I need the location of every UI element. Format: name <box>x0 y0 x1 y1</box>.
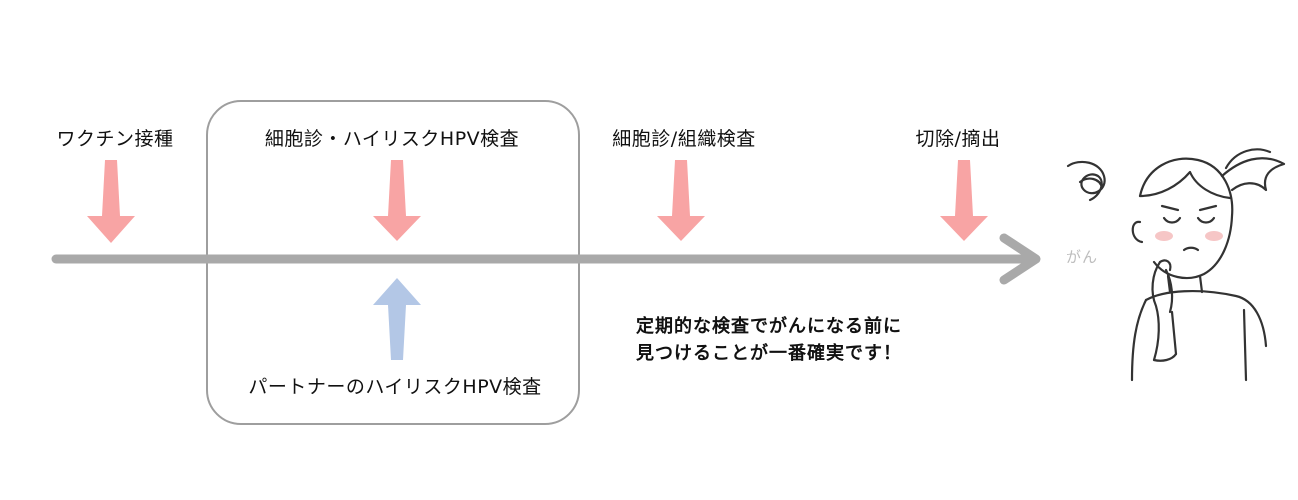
dizzy-swirl-icon <box>1066 160 1106 202</box>
up-arrow-partner <box>373 278 421 360</box>
stage-label-vaccine: ワクチン接種 <box>56 128 174 150</box>
endpoint-label: がん <box>1066 248 1099 266</box>
key-message: 定期的な検査でがんになる前に 見つけることが一番確実です！ <box>636 313 902 367</box>
blush-right <box>1205 231 1223 241</box>
stage-label-excision: 切除/摘出 <box>915 128 1001 150</box>
down-arrow-screening <box>373 160 421 241</box>
stage-label-partner: パートナーのハイリスクHPV検査 <box>248 376 542 398</box>
down-arrow-excision <box>940 160 988 241</box>
key-message-line-1: 定期的な検査でがんになる前に <box>636 316 902 337</box>
down-arrow-vaccine <box>87 160 135 243</box>
key-message-line-2: 見つけることが一番確実です！ <box>636 343 902 364</box>
timeline-arrow <box>51 233 1041 285</box>
stage-label-biopsy: 細胞診/組織検査 <box>612 128 756 150</box>
down-arrow-biopsy <box>657 160 705 241</box>
stage-label-screening: 細胞診・ハイリスクHPV検査 <box>264 128 520 150</box>
blush-left <box>1155 231 1173 241</box>
worried-woman-illustration <box>1066 148 1286 382</box>
